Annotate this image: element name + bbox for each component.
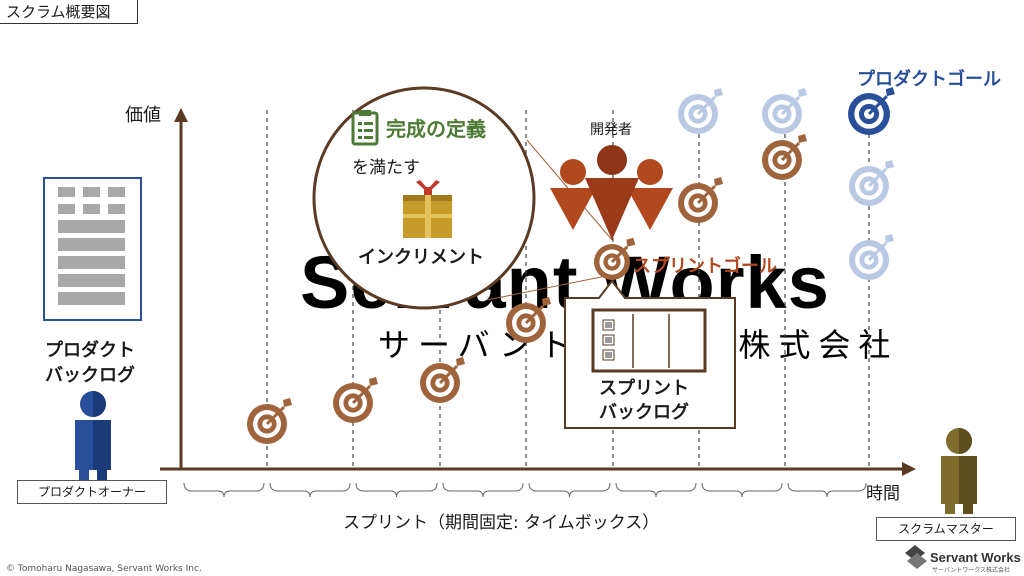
definition-of-done-subtitle: を満たす: [352, 158, 420, 178]
target-icon: [848, 87, 895, 135]
y-axis-label: 価値: [125, 105, 161, 126]
slide-title: スクラム概要図: [0, 0, 138, 24]
product-backlog-label-1: プロダクト: [45, 339, 135, 361]
target-icon: [678, 88, 723, 134]
person-icon: [941, 428, 977, 514]
sprint-goal-label: スプリントゴール: [633, 255, 777, 277]
sprint-brace: [183, 482, 265, 498]
sprint-braces: [183, 482, 867, 498]
gift-box-icon: [403, 180, 452, 238]
target-icon: [247, 398, 292, 444]
product-backlog: [43, 177, 142, 321]
time-axis: [160, 462, 916, 476]
definition-of-done-bubble: [312, 86, 536, 310]
copyright: © Tomoharu Nagasawa, Servant Works Inc.: [6, 564, 202, 574]
target-icon: [678, 177, 723, 223]
sprint-brace: [442, 482, 524, 498]
developers-label: 開発者: [590, 122, 632, 138]
sprint-brace: [615, 482, 697, 498]
targets: [247, 87, 895, 444]
x-axis-label: 時間: [866, 484, 900, 504]
target-icon: [420, 357, 465, 403]
value-axis: [174, 108, 188, 470]
sprint-backlog-label-2: バックログ: [599, 401, 689, 423]
target-icon: [333, 377, 378, 423]
product-goal-label: プロダクトゴール: [857, 68, 1001, 90]
sprints-caption: スプリント（期間固定: タイムボックス）: [343, 513, 659, 533]
definition-of-done-title: 完成の定義: [386, 117, 486, 141]
target-icon: [762, 88, 807, 134]
sprint-brace: [355, 482, 438, 498]
product-owner-label: プロダクトオーナー: [17, 480, 167, 504]
brand-name: Servant Works: [930, 550, 1021, 565]
brand-sub: サーバントワークス株式会社: [932, 566, 1010, 574]
target-icon: [506, 297, 551, 343]
sprint-backlog-label-1: スプリント: [599, 377, 689, 399]
checklist-icon: [351, 110, 379, 146]
person-icon: [75, 391, 111, 482]
sprint-backlog-callout: [564, 279, 736, 429]
scrum-master-label: スクラムマスター: [876, 517, 1016, 541]
target-icon: [849, 160, 894, 206]
sprint-brace: [528, 482, 611, 498]
target-icon: [594, 237, 636, 280]
team-people-icon: [550, 145, 673, 240]
brand-logo: [905, 545, 927, 569]
target-icon: [849, 234, 894, 280]
product-backlog-label-2: バックログ: [45, 364, 135, 386]
target-icon: [762, 134, 807, 180]
sprint-brace: [269, 482, 351, 498]
sprint-brace: [701, 482, 783, 498]
increment-label: インクリメント: [358, 247, 484, 268]
sprint-brace: [787, 482, 867, 498]
